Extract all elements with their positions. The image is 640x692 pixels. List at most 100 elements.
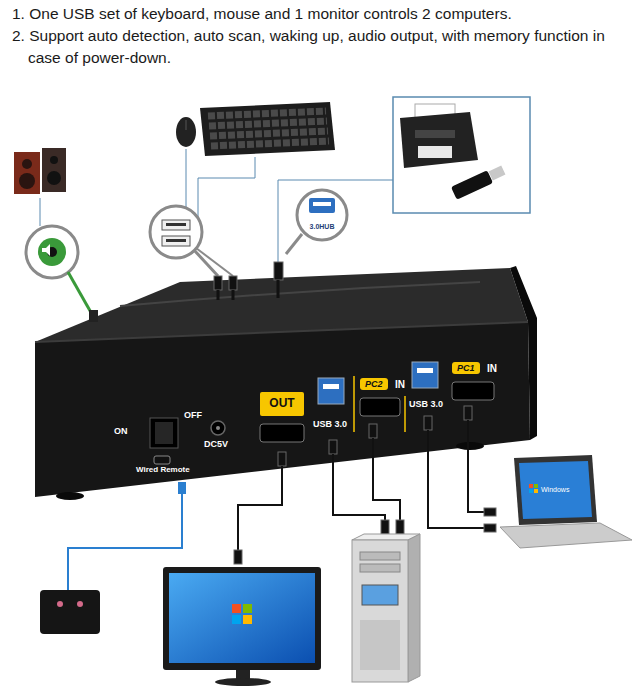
audio-cable — [68, 272, 93, 316]
hdmi-plug — [369, 424, 377, 438]
remote-port-label: Wired Remote — [136, 466, 190, 475]
speaker-cone — [22, 159, 32, 169]
speaker — [14, 152, 40, 194]
group-divider — [353, 376, 355, 432]
pc-panel — [360, 620, 400, 670]
group-divider — [404, 396, 406, 432]
laptop-screen — [519, 461, 592, 519]
usb-plug — [484, 524, 496, 532]
drive-bay — [360, 552, 400, 560]
logo — [232, 604, 241, 613]
logo — [534, 489, 538, 493]
usb-port-tongue — [166, 223, 186, 226]
screen-logo-text: Windows — [541, 486, 569, 494]
feature-note: 2. Support auto detection, auto scan, wa… — [6, 25, 634, 69]
output-port-label: OUT — [260, 392, 303, 416]
input-port-badge: PC2 — [360, 378, 388, 390]
device-edge — [35, 322, 528, 342]
hdmi-port — [452, 382, 494, 400]
laptop-lid — [514, 455, 597, 525]
audio-icon — [42, 244, 50, 256]
leader-line — [278, 180, 393, 262]
mouse — [176, 117, 196, 147]
cable — [232, 290, 235, 300]
audio-jack — [38, 238, 66, 266]
power-switch — [150, 418, 178, 448]
zoom-handle — [286, 234, 302, 254]
usb-port-label: USB 3.0 — [409, 400, 443, 410]
usb3-port-tongue — [313, 202, 331, 206]
speaker-cone — [47, 171, 61, 185]
audio-plug — [89, 310, 98, 322]
wired-remote — [40, 590, 100, 634]
cable — [217, 290, 220, 300]
power-input-label: DC5V — [204, 440, 228, 450]
usb-plug — [214, 276, 222, 290]
input-label: IN — [395, 379, 405, 390]
remote-plug — [178, 482, 186, 494]
remote-button — [77, 601, 83, 607]
cable — [238, 466, 282, 550]
printer — [400, 112, 478, 168]
usb-plug — [229, 276, 237, 290]
zoom-circle — [295, 188, 349, 242]
power-jack-pin — [216, 426, 220, 430]
usb-port — [162, 236, 190, 246]
usb-stick-plug — [489, 166, 506, 181]
keyboard-keys — [208, 111, 326, 116]
logo — [232, 615, 241, 624]
leader-line — [186, 149, 187, 207]
cable — [333, 454, 385, 520]
peripheral-frame — [393, 97, 530, 213]
usb-port — [162, 220, 190, 230]
hub-zoom-callout: 3.0HUB — [295, 188, 349, 242]
laptop-base — [500, 523, 632, 548]
usb-stick — [451, 170, 493, 200]
switch-label: ON — [114, 427, 128, 437]
pc-side — [408, 534, 420, 682]
keyboard-keys — [210, 131, 328, 136]
logo — [243, 604, 252, 613]
usb3-port — [309, 198, 335, 213]
speaker — [42, 148, 66, 192]
cable — [373, 438, 400, 520]
power-switch-rocker — [155, 422, 173, 444]
usb-plug — [424, 416, 432, 430]
usb-plug — [274, 262, 283, 280]
pc-display — [362, 585, 398, 605]
monitor-stand — [236, 670, 250, 679]
mouse-button — [186, 120, 187, 130]
usb-plug — [381, 520, 389, 534]
leader-line — [40, 198, 41, 226]
hdmi-plug — [396, 520, 404, 534]
port-label: PC1 — [457, 363, 475, 373]
device-foot — [56, 492, 84, 500]
drive-bay — [360, 564, 400, 572]
hub-label: 3.0HUB — [295, 223, 349, 231]
usb3-port-tongue — [417, 368, 433, 373]
speaker-cone — [50, 156, 58, 164]
cable — [277, 280, 280, 298]
feature-note: 1. One USB set of keyboard, mouse and 1 … — [6, 3, 634, 25]
remote-port — [154, 456, 170, 464]
speaker-cone — [19, 173, 35, 189]
leader-line — [198, 157, 255, 217]
keyboard-keys — [211, 141, 329, 146]
logo — [534, 484, 538, 488]
zoom-circle — [26, 226, 78, 278]
input-port-badge: PC1 — [452, 362, 480, 374]
cable — [468, 420, 484, 512]
kvm-switch: ONOFFDC5VWired RemoteUSB 3.0INUSB 3.0INO… — [35, 265, 535, 500]
keyboard — [200, 102, 335, 156]
switch-label: OFF — [184, 411, 202, 421]
usb3-port — [318, 378, 344, 404]
remote-button — [57, 601, 63, 607]
monitor-base — [215, 678, 271, 686]
hdmi-port — [260, 424, 304, 442]
usb-port-tongue — [166, 239, 186, 242]
hdmi-plug — [484, 508, 496, 516]
pc-tower — [352, 540, 408, 682]
